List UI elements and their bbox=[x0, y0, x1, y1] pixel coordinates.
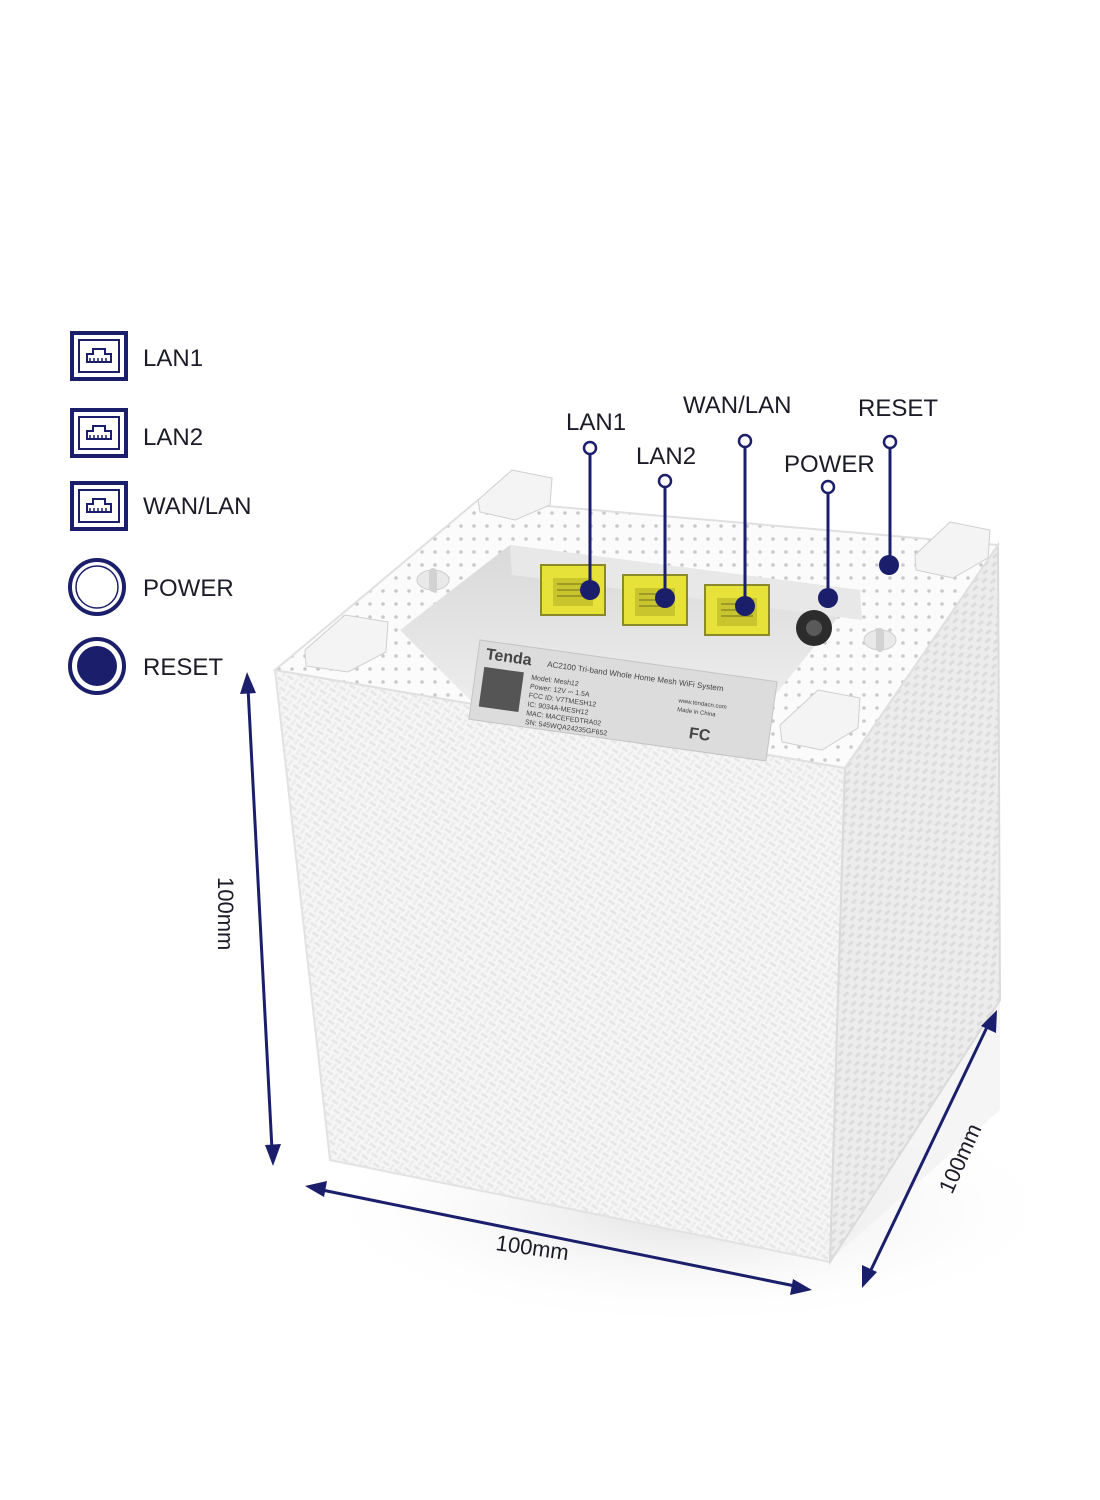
ethernet-port-icon bbox=[70, 481, 128, 531]
legend-label: WAN/LAN bbox=[143, 493, 251, 520]
arrowhead-icon bbox=[981, 1010, 997, 1033]
arrowhead-icon bbox=[305, 1181, 327, 1197]
legend-label: LAN2 bbox=[143, 424, 203, 451]
power-jack bbox=[796, 610, 832, 646]
callout-label: LAN1 bbox=[566, 409, 626, 436]
callout-label: POWER bbox=[784, 451, 875, 478]
rubber-foot-front bbox=[779, 689, 861, 751]
rubber-foot-back bbox=[477, 469, 553, 521]
legend-item-lan2: LAN2 bbox=[70, 408, 203, 458]
callout-label: RESET bbox=[858, 395, 938, 422]
arrowhead-icon bbox=[240, 672, 256, 694]
callouts: LAN1 LAN2 WAN/LAN POWER RESET bbox=[566, 392, 938, 616]
dimension-label: 100mm bbox=[213, 877, 238, 950]
callout-lan2: LAN2 bbox=[636, 443, 696, 608]
callout-power: POWER bbox=[784, 451, 875, 608]
callout-label: WAN/LAN bbox=[683, 392, 791, 419]
label-fc-mark: FC bbox=[688, 725, 712, 745]
arrowhead-icon bbox=[862, 1265, 877, 1288]
keyhole-right bbox=[863, 628, 897, 652]
rubber-foot-left bbox=[304, 614, 389, 673]
legend-item-reset: RESET bbox=[68, 637, 223, 695]
arrowhead-icon bbox=[265, 1144, 281, 1166]
device-label-sticker: Tenda AC2100 Tri-band Whole Home Mesh Wi… bbox=[468, 639, 778, 762]
callout-wan-lan: WAN/LAN bbox=[683, 392, 791, 616]
legend-label: LAN1 bbox=[143, 345, 203, 372]
callout-label: LAN2 bbox=[636, 443, 696, 470]
hollow-circle-icon bbox=[68, 558, 126, 616]
label-made-in: Made in China bbox=[677, 707, 717, 718]
legend-label: RESET bbox=[143, 654, 223, 681]
arrowhead-icon bbox=[790, 1279, 812, 1295]
callout-reset: RESET bbox=[858, 395, 938, 575]
legend-item-power: POWER bbox=[68, 558, 234, 616]
label-brand: Tenda bbox=[485, 646, 533, 669]
callout-lan1: LAN1 bbox=[566, 409, 626, 600]
lan2-port bbox=[622, 574, 688, 626]
filled-circle-icon bbox=[68, 637, 126, 695]
legend: LAN1 LAN2 WAN/LAN PO bbox=[68, 331, 251, 695]
router-device: Tenda AC2100 Tri-band Whole Home Mesh Wi… bbox=[272, 469, 1002, 1266]
legend-item-lan1: LAN1 bbox=[70, 331, 203, 381]
keyhole-left bbox=[416, 568, 450, 592]
ethernet-port-icon bbox=[70, 408, 128, 458]
legend-label: POWER bbox=[143, 575, 234, 602]
qr-code bbox=[478, 666, 524, 713]
dimension-height: 100mm bbox=[213, 672, 281, 1166]
legend-item-wan-lan: WAN/LAN bbox=[70, 481, 251, 531]
rubber-foot-right bbox=[914, 521, 991, 579]
ethernet-port-icon bbox=[70, 331, 128, 381]
